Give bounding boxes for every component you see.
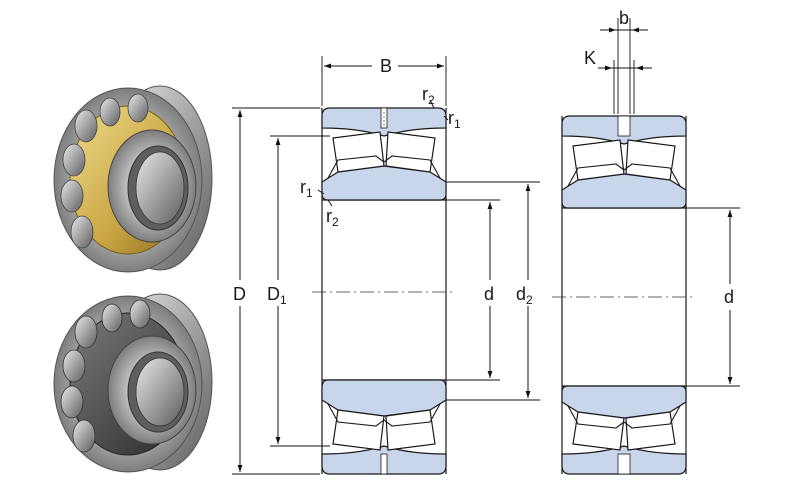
label-r2-top: r2 xyxy=(422,84,435,107)
lube-groove-top xyxy=(617,115,631,137)
roller-bottom-right-right xyxy=(625,411,676,451)
label-b: b xyxy=(619,8,629,28)
roller-top-right-right xyxy=(625,139,676,181)
cage-bottom xyxy=(327,403,441,427)
dimensions-right xyxy=(598,18,740,387)
labels: B D D1 d d2 d b K r2 r1 r1 r2 xyxy=(233,8,734,307)
cage-bottom-right xyxy=(567,405,681,429)
roller-top-left xyxy=(332,131,385,173)
section-left xyxy=(312,107,456,475)
cage-top-right xyxy=(567,163,681,187)
roller-bottom-left-right xyxy=(572,411,625,451)
bearing-photo-steel-cage xyxy=(53,293,213,473)
label-B: B xyxy=(380,56,392,76)
lube-groove-bottom xyxy=(617,453,631,475)
label-r1-side: r1 xyxy=(300,177,313,200)
section-right-silhouette xyxy=(561,116,687,474)
rollers-brass xyxy=(60,93,149,249)
inner-ring-top-right xyxy=(561,173,687,209)
section-right xyxy=(552,115,696,475)
label-d-right: d xyxy=(724,287,734,307)
lube-hole-bottom xyxy=(380,453,388,475)
inner-ring-bottom-right xyxy=(561,385,687,419)
label-r1-top: r1 xyxy=(448,108,461,131)
inner-ring-top xyxy=(321,165,447,201)
roller-bottom-left xyxy=(332,409,385,451)
roller-top-right xyxy=(385,131,436,173)
roller-bottom-right xyxy=(385,409,436,451)
label-d2: d2 xyxy=(516,284,533,307)
rollers-steel xyxy=(60,299,151,453)
inner-ring-bottom xyxy=(321,379,447,417)
roller-top-left-right xyxy=(572,139,625,181)
bearing-photo-brass-cage xyxy=(53,85,213,273)
label-D1: D1 xyxy=(267,284,287,307)
label-r2-side: r2 xyxy=(326,206,339,229)
label-D: D xyxy=(233,284,246,304)
cage-top xyxy=(327,155,441,179)
dimensions-left xyxy=(232,56,540,475)
label-d-left: d xyxy=(484,284,494,304)
section-left-silhouette xyxy=(321,108,447,474)
label-K: K xyxy=(584,48,596,68)
